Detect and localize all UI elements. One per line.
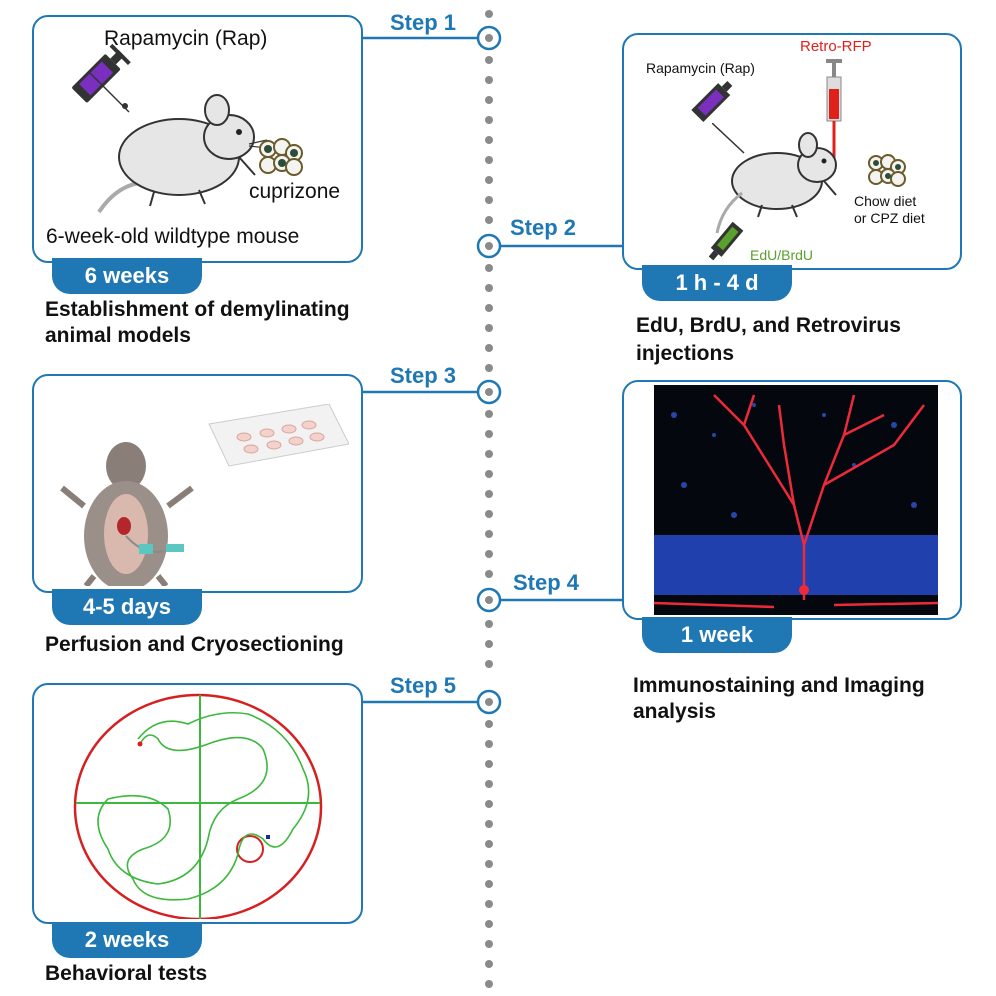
open-field-arena: [73, 693, 323, 919]
panel-5-caption: Behavioral tests: [45, 962, 208, 985]
panel-2-caption-line-1: EdU, BrdU, and Retrovirus: [636, 314, 901, 337]
panel-4-duration-tab: 1 week: [642, 617, 792, 653]
panel-2-pellets-icon: [868, 154, 906, 187]
panel-3-caption: Perfusion and Cryosectioning: [45, 633, 344, 656]
panel-4-caption-line-2: analysis: [633, 700, 716, 723]
panel-2-rapamycin-label: Rapamycin (Rap): [646, 60, 755, 76]
neuron-micrograph: [654, 385, 938, 615]
diet-label-line-2: or CPZ diet: [854, 210, 925, 226]
panel-4-card: [622, 380, 962, 620]
panel-2-card: Rapamycin (Rap) Retro-RFP Chow diet or C…: [622, 33, 962, 270]
panel-5-card: [32, 683, 363, 924]
edu-brdu-label: EdU/BrdU: [750, 247, 814, 263]
slide-icon: [208, 404, 349, 467]
step-1-label: Step 1: [390, 10, 457, 35]
panel-1-duration-tab: 6 weeks: [52, 258, 202, 294]
panel-3-card: [32, 374, 363, 593]
step-3-label: Step 3: [390, 363, 457, 388]
perfusion-rat-illustration: [60, 442, 194, 586]
panel-1-caption-line-1: Establishment of demylinating: [45, 298, 350, 321]
cuprizone-pellets-icon: [259, 138, 303, 176]
rapamycin-label: Rapamycin (Rap): [104, 27, 268, 50]
edu-syringe-icon: [708, 221, 744, 261]
panel-2-duration-tab: 1 h - 4 d: [642, 265, 792, 301]
panel-2-caption-line-2: injections: [636, 342, 735, 365]
panel-4-caption-line-1: Immunostaining and Imaging: [633, 674, 925, 697]
panel-3-duration-tab: 4-5 days: [52, 589, 202, 625]
step-4-label: Step 4: [513, 570, 580, 595]
mouse-label: 6-week-old wildtype mouse: [46, 225, 300, 248]
diet-label-line-1: Chow diet: [854, 193, 917, 209]
rap-syringe-icon: [691, 80, 733, 122]
cuprizone-label: cuprizone: [249, 180, 341, 203]
retro-rfp-label: Retro-RFP: [800, 38, 872, 55]
panel-5-duration-tab: 2 weeks: [52, 922, 202, 958]
mouse-illustration: [89, 72, 268, 214]
panel-2-mouse-illustration: [712, 123, 837, 234]
panel-1-caption-line-2: animal models: [45, 324, 191, 347]
step-2-label: Step 2: [510, 215, 577, 240]
step-5-label: Step 5: [390, 673, 457, 698]
panel-1-card: Rapamycin (Rap) cuprizone 6-week-old wil…: [32, 15, 363, 263]
